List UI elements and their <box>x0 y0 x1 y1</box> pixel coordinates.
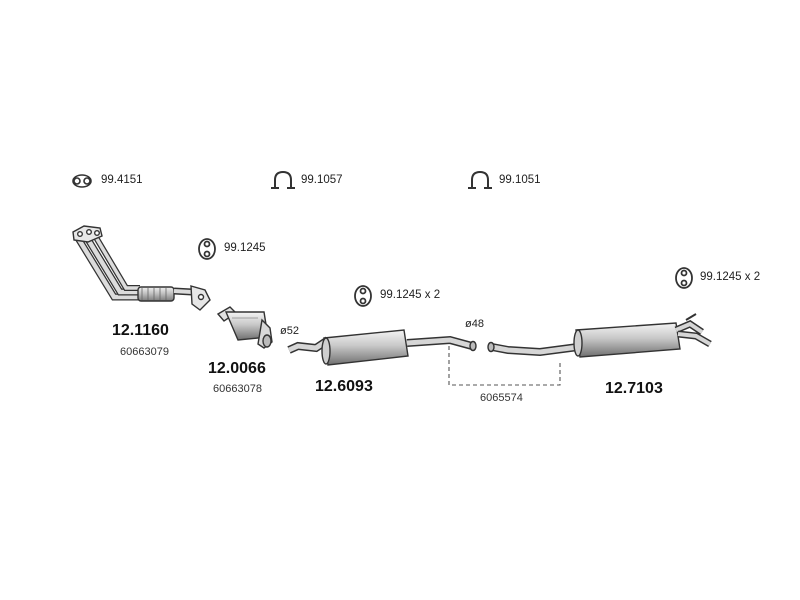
part-code: 12.1160 <box>112 322 169 339</box>
clamp-icon <box>468 170 492 189</box>
part-reference: 60663078 <box>213 383 262 395</box>
hanger-code: 99.1245 <box>224 242 266 254</box>
pipe-diameter: ø48 <box>465 318 484 330</box>
hanger-code: 99.1245 x 2 <box>380 289 441 301</box>
part-code: 12.0066 <box>208 360 266 377</box>
rubber-hanger-icon <box>675 267 693 289</box>
part-code: 12.7103 <box>605 380 663 397</box>
gasket-icon <box>72 174 92 188</box>
gasket-code: 99.4151 <box>101 174 143 186</box>
hanger-code: 99.1245 x 2 <box>700 271 761 283</box>
clamp-code: 99.1057 <box>301 174 343 186</box>
front-pipe-drawing <box>72 225 211 311</box>
rubber-hanger-icon <box>198 238 216 260</box>
clamp-icon <box>271 170 295 189</box>
rubber-hanger-icon <box>354 285 372 307</box>
part-reference: 6065574 <box>480 392 523 404</box>
clamp-code: 99.1051 <box>499 174 541 186</box>
part-reference: 60663079 <box>120 346 169 358</box>
part-code: 12.6093 <box>315 378 373 395</box>
intermediate-pipe-bracket <box>448 346 561 386</box>
middle-silencer-drawing <box>287 329 477 366</box>
rear-silencer-drawing <box>487 313 712 358</box>
pipe-diameter: ø52 <box>280 325 299 337</box>
catalytic-converter-drawing <box>216 306 273 349</box>
